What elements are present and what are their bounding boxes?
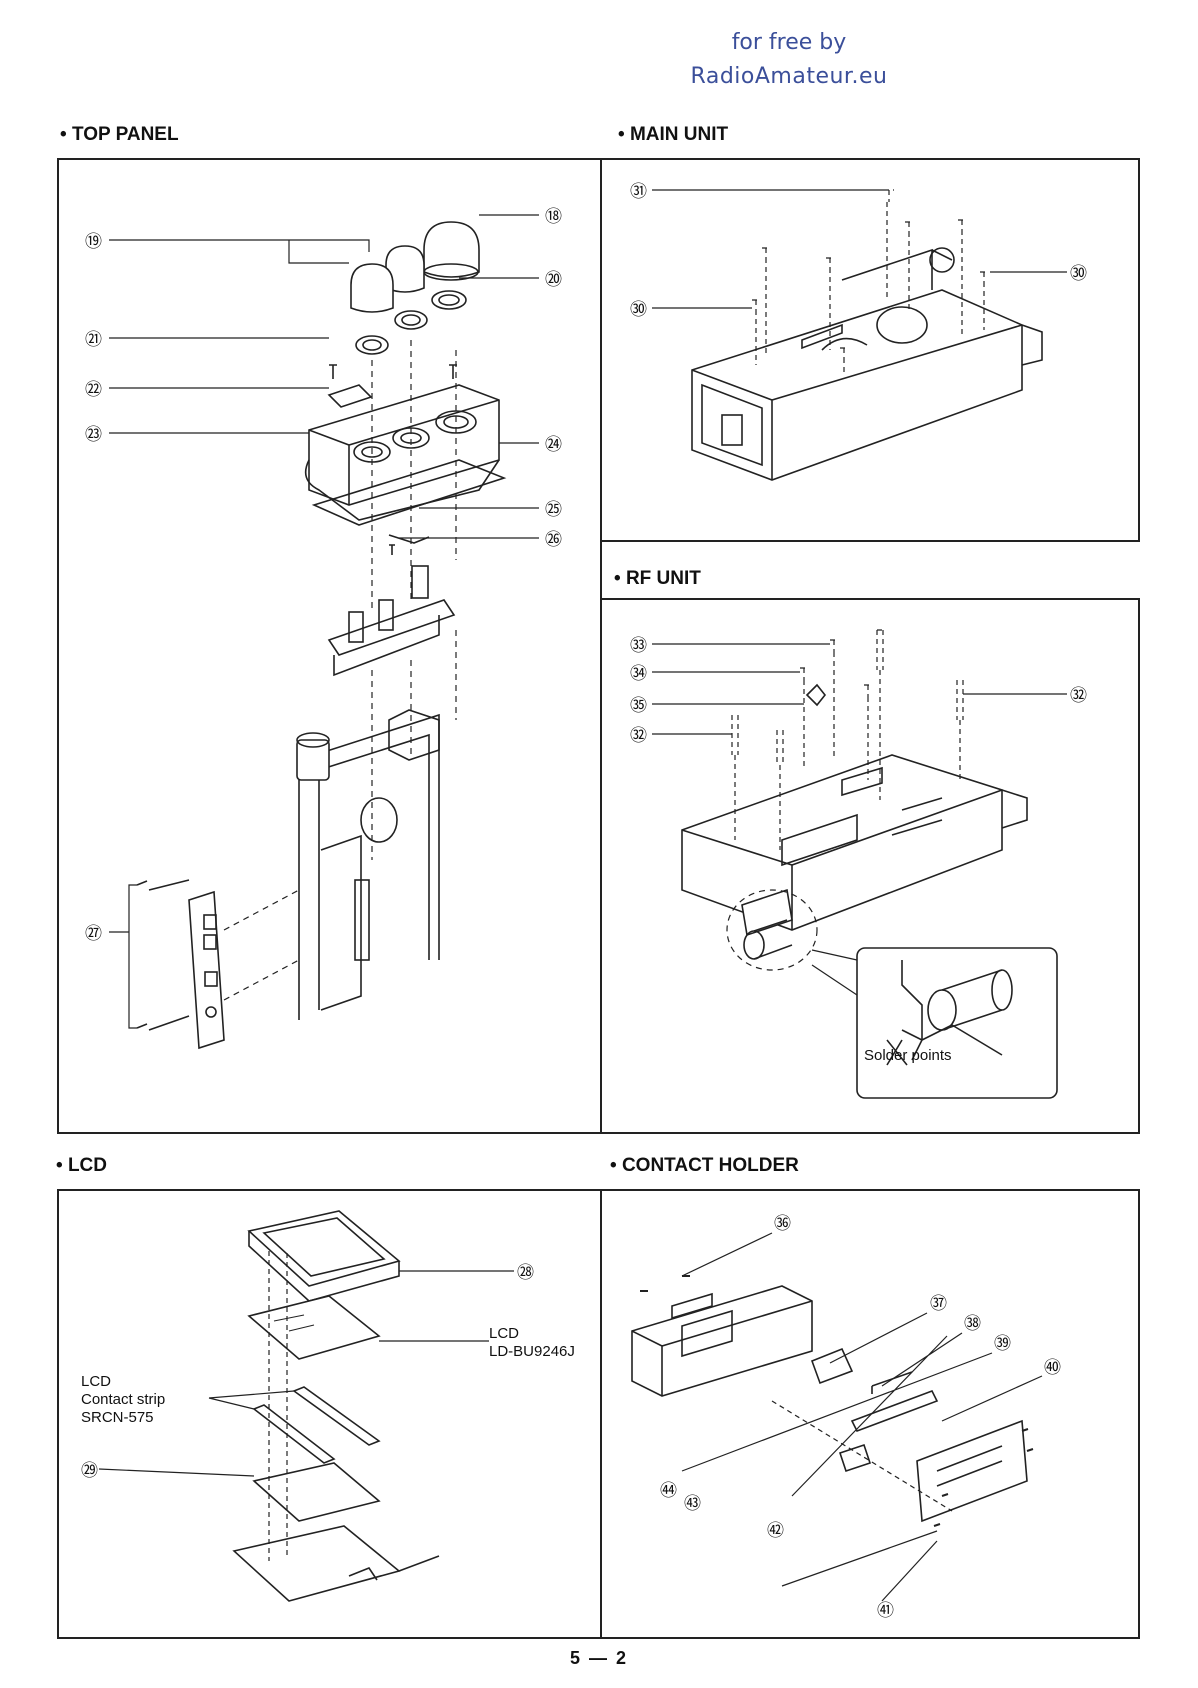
knob-small (351, 264, 393, 312)
callout-32-right: ㉜ (1070, 686, 1087, 705)
callout-23: ㉓ (85, 425, 102, 444)
section-title-lcd: LCD (56, 1155, 107, 1177)
callout-30-left: ㉚ (630, 300, 647, 319)
callout-30-right: ㉚ (1070, 264, 1087, 283)
contact-holder-diagram: ㊱ ㊲ ㊳ ㊴ ㊵ ㊶ ㊷ ㊸ ㊹ (602, 1191, 1142, 1641)
callout-19: ⑲ (85, 232, 102, 251)
callout-37: ㊲ (930, 1294, 947, 1313)
callout-39: ㊴ (994, 1334, 1011, 1353)
contact-strip-label-1: LCD (81, 1373, 111, 1390)
contact-base-plate (917, 1421, 1027, 1521)
contact-strips (254, 1387, 379, 1463)
top-panel-body (306, 385, 499, 520)
callout-38: ㊳ (964, 1314, 981, 1333)
jack-board (329, 566, 454, 675)
callout-41: ㊶ (877, 1601, 894, 1620)
solder-points-label: Solder points (864, 1047, 952, 1064)
callout-42: ㊷ (767, 1521, 784, 1540)
callout-44: ㊹ (660, 1481, 677, 1500)
rf-unit-chassis (682, 755, 1027, 930)
lcd-part-number: LD-BU9246J (489, 1343, 575, 1360)
callout-34: ㉞ (630, 664, 647, 683)
lcd-frame (249, 1211, 399, 1301)
contact-holder-chassis (632, 1286, 812, 1396)
callout-24: ㉔ (545, 435, 562, 454)
panel-rf-unit: Solder points ㉝ ㉞ ㉟ ㉜ ㉜ (600, 598, 1140, 1134)
callout-26: ㉖ (545, 530, 562, 549)
callout-33: ㉝ (630, 636, 647, 655)
callout-25: ㉕ (545, 500, 562, 519)
rf-unit-diagram: Solder points ㉝ ㉞ ㉟ ㉜ ㉜ (602, 600, 1142, 1136)
knob-large (424, 222, 479, 280)
callout-22: ㉒ (85, 380, 102, 399)
solder-points-inset: Solder points (812, 948, 1057, 1098)
panel-top-panel: ⑱ ⑲ ⑳ ㉑ ㉒ ㉓ ㉔ ㉕ ㉖ ㉗ (57, 158, 602, 1134)
main-unit-diagram: ㉛ ㉚ ㉚ (602, 160, 1142, 544)
contact-strip-label-2: Contact strip (81, 1391, 165, 1408)
section-title-contact-holder: CONTACT HOLDER (610, 1155, 799, 1177)
callout-35: ㉟ (630, 696, 647, 715)
callout-40: ㊵ (1044, 1358, 1061, 1377)
main-unit-chassis (692, 248, 1042, 480)
lcd-label: LCD (489, 1325, 519, 1342)
lcd-diagram: ㉘ LCD LD-BU9246J LCD Contact strip SRCN-… (59, 1191, 604, 1641)
callout-32-left: ㉜ (630, 726, 647, 745)
callout-29: ㉙ (81, 1461, 98, 1480)
section-title-top-panel: TOP PANEL (60, 124, 179, 146)
contact-plate (852, 1391, 937, 1431)
callout-21: ㉑ (85, 330, 102, 349)
page-number: 5 — 2 (0, 1648, 1198, 1669)
panel-contact-holder: ㊱ ㊲ ㊳ ㊴ ㊵ ㊶ ㊷ ㊸ ㊹ (600, 1189, 1140, 1639)
section-title-main-unit: MAIN UNIT (618, 124, 728, 146)
panel-main-unit: ㉛ ㉚ ㉚ (600, 158, 1140, 542)
callout-31: ㉛ (630, 182, 647, 201)
watermark-line-2: RadioAmateur.eu (190, 64, 1198, 89)
callout-43: ㊸ (684, 1494, 701, 1513)
contact-strip-label-3: SRCN-575 (81, 1409, 154, 1426)
section-title-rf-unit: RF UNIT (614, 568, 701, 590)
lcd-pcb (234, 1526, 439, 1601)
callout-18: ⑱ (545, 207, 562, 226)
callout-27: ㉗ (85, 924, 102, 943)
watermark-line-1: for free by (190, 30, 1198, 55)
chassis-frame (297, 710, 439, 1020)
callout-20: ⑳ (545, 270, 562, 289)
callout-28: ㉘ (517, 1263, 534, 1282)
callout-36: ㊱ (774, 1214, 791, 1233)
top-panel-diagram: ⑱ ⑲ ⑳ ㉑ ㉒ ㉓ ㉔ ㉕ ㉖ ㉗ (59, 160, 604, 1136)
side-bracket (189, 892, 224, 1048)
panel-lcd: ㉘ LCD LD-BU9246J LCD Contact strip SRCN-… (57, 1189, 602, 1639)
lcd-reflector (254, 1463, 379, 1521)
